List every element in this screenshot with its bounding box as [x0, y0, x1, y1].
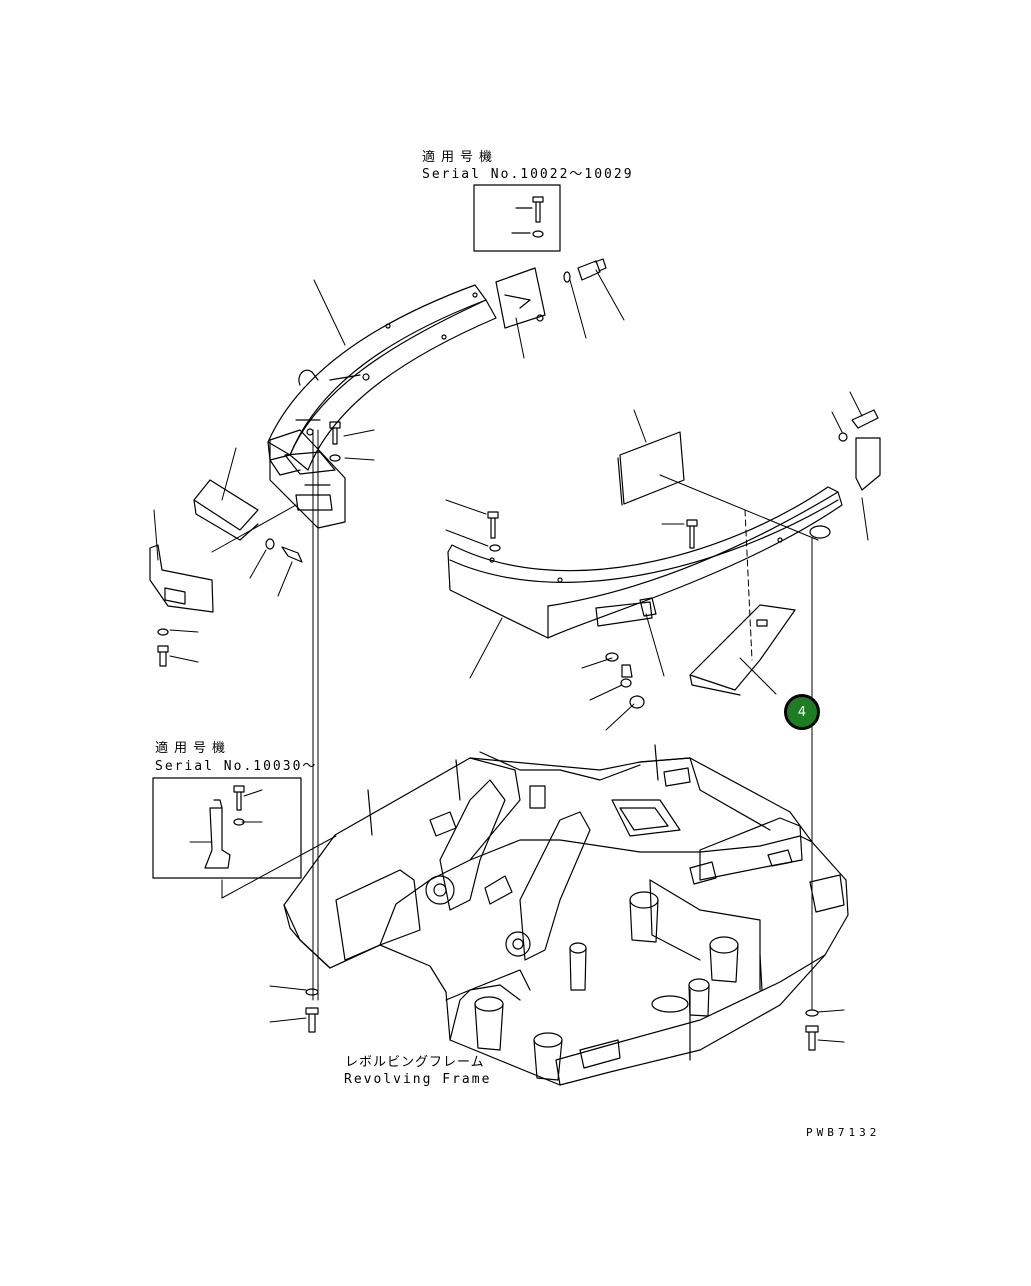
frame-label-en: Revolving Frame [344, 1072, 492, 1087]
right-hardware [329, 421, 698, 709]
detail-box-top [473, 184, 561, 252]
drawing-part-number: PWB7132 [806, 1126, 881, 1139]
part-callout-badge[interactable]: 4 [784, 694, 820, 730]
alignment-lines [211, 429, 819, 1011]
lower-weight-plate [689, 604, 796, 696]
lower-counterweight [447, 486, 843, 639]
serial-box-top-line2: Serial No.10022～10029 [422, 167, 634, 182]
frame-label-jp: レボルビングフレーム [345, 1055, 485, 1070]
serial-box-left-line2: Serial No.10030～ [155, 759, 318, 774]
detail-box-left [152, 777, 302, 879]
upper-right-bracket [495, 258, 607, 329]
leader-lines [153, 269, 869, 1043]
serial-box-top-line1: 適用号機 [422, 150, 499, 165]
upper-counterweight-arc [267, 284, 497, 476]
revolving-frame [283, 744, 849, 1086]
frame-bolts [305, 988, 819, 1051]
serial-box-left-line1: 適用号機 [155, 741, 232, 756]
left-bracket-assembly [149, 479, 303, 667]
upper-weight-block [617, 409, 881, 506]
